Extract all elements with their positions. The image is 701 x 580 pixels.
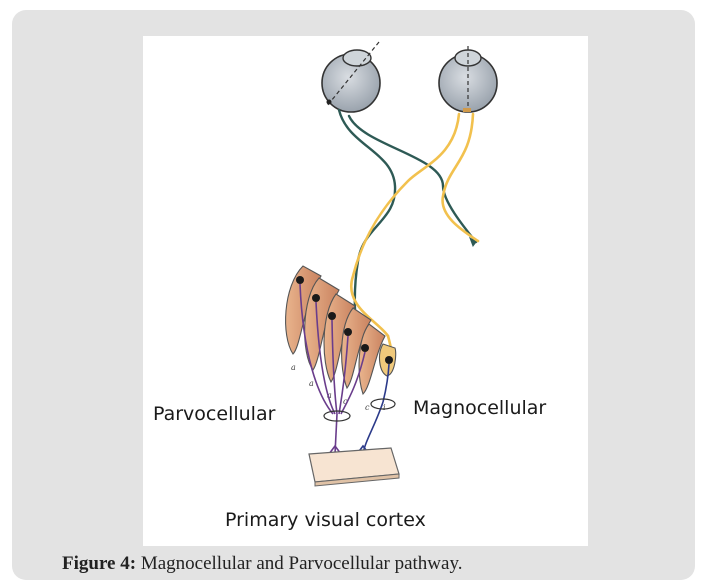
lgn-layers	[286, 266, 396, 394]
visual-pathway-diagram: a a a c c i	[143, 36, 588, 546]
caption-label: Figure 4:	[62, 553, 136, 574]
figure-card: a a a c c i	[12, 10, 695, 580]
layer-letter: c	[365, 403, 370, 412]
left-eye	[322, 42, 380, 112]
magnocellular-label: Magnocellular	[413, 397, 546, 419]
layer-letter: a	[309, 379, 314, 388]
figure-illustration: a a a c c i	[143, 36, 588, 546]
layer-letter: i	[383, 403, 386, 412]
parvocellular-label: Parvocellular	[153, 403, 275, 425]
layer-letter: a	[291, 363, 296, 372]
figure-caption: Figure 4: Magnocellular and Parvocellula…	[62, 553, 462, 575]
primary-visual-cortex-label: Primary visual cortex	[225, 509, 426, 531]
cortex-block	[309, 448, 399, 486]
right-eye	[439, 46, 497, 112]
caption-text: Magnocellular and Parvocellular pathway.	[141, 553, 463, 574]
